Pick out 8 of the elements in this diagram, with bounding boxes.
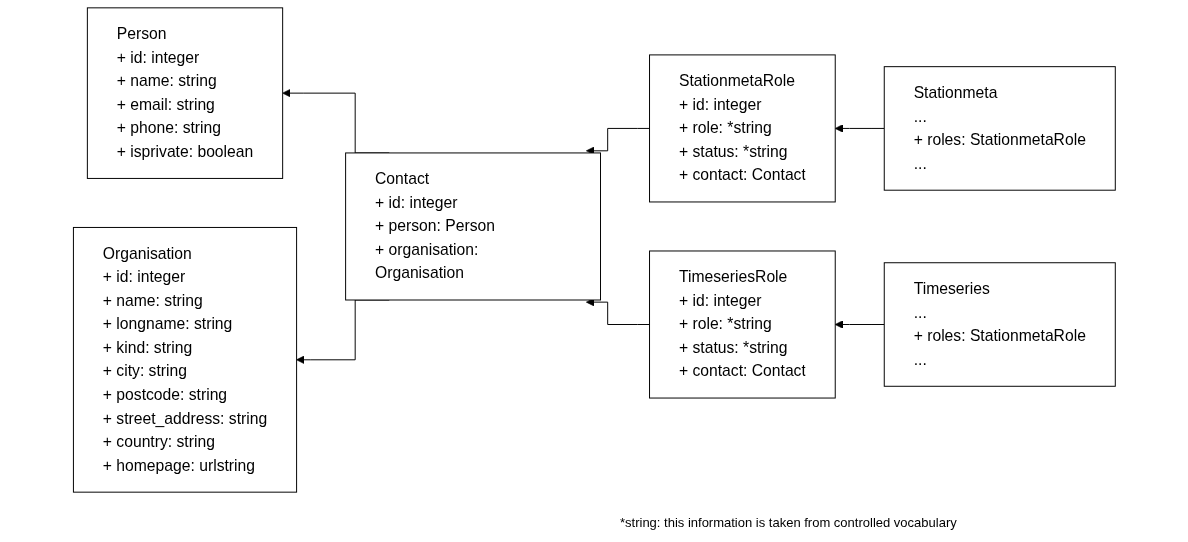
node-box: Timeseries ... + roles: StationmetaRole ... [883,262,1116,387]
note-text: *string: this information is taken from controlled vocabulary [620,515,957,530]
node-box: TimeseriesRole + id: integer + role: *string + status: *string + contact: Contact [648,250,836,399]
node-box: Person + id: integer + name: string + email: string + phone: string + isprivate: boolean [86,7,283,179]
node-box: Contact + id: integer + person: Person + organisation: Organisation [344,152,601,301]
node-box: StationmetaRole + id: integer + role: *string + status: *string + contact: Contact [648,54,836,203]
node-box: Organisation + id: integer + name: string + longname: string + kind: string + city: string + postcode: string + street_address: string + country: string + homepage: urlstring [72,226,297,493]
node-box: Stationmeta ... + roles: StationmetaRole ... [883,66,1116,191]
